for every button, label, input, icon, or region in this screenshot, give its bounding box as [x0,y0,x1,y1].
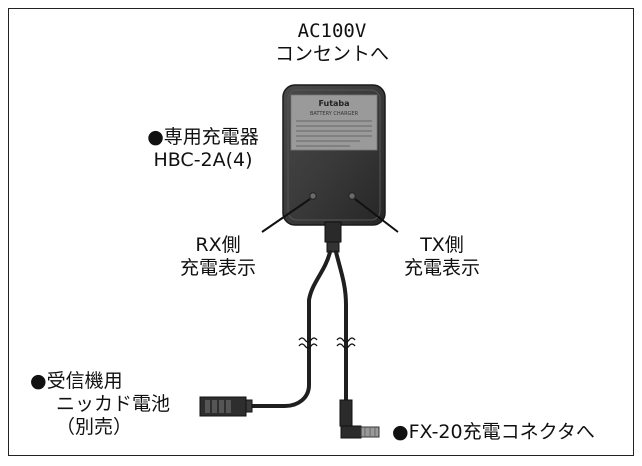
receiver-battery-title: ●受信機用 [30,370,123,392]
receiver-battery-label: ●受信機用 ニッカド電池 （別売） [30,370,170,439]
rx-pointer-line [261,198,311,233]
charger-label-sticker: Futaba BATTERY CHARGER [290,94,378,151]
tx-indicator-label: TX側 充電表示 [392,234,492,280]
sticker-title-text: BATTERY CHARGER [310,111,359,117]
fx20-plug-icon [339,399,380,439]
charger-name-text: ●専用充電器 [147,126,259,148]
ac-voltage-text: AC100V [297,20,367,42]
fx-connector-text: ●FX-20充電コネクタへ [392,421,595,443]
battery-connector-icon [199,396,253,417]
cable-boot [324,221,342,253]
ac-outlet-label: AC100V コンセントへ [262,20,402,66]
tx-indicator-title: TX側 [420,234,464,256]
tx-indicator-desc: 充電表示 [403,257,480,279]
fx-connector-label: ●FX-20充電コネクタへ [392,421,595,444]
tx-led-icon [348,192,356,200]
diagram-frame [8,8,634,456]
charger-model-text: HBC-2A(4) [153,149,253,171]
brand-text: Futaba [318,99,349,108]
ac-outlet-text: コンセントへ [274,43,389,65]
rx-indicator-title: RX側 [195,234,241,256]
rx-indicator-label: RX側 充電表示 [168,234,268,280]
cable-break-mark-icon [298,337,356,349]
charge-cables [248,250,348,408]
charger-name-label: ●専用充電器 HBC-2A(4) [128,126,278,172]
rx-led-icon [309,192,317,200]
receiver-battery-note: （別売） [56,416,133,438]
rx-indicator-desc: 充電表示 [179,257,256,279]
receiver-battery-desc: ニッカド電池 [56,393,171,415]
tx-pointer-line [354,198,399,233]
